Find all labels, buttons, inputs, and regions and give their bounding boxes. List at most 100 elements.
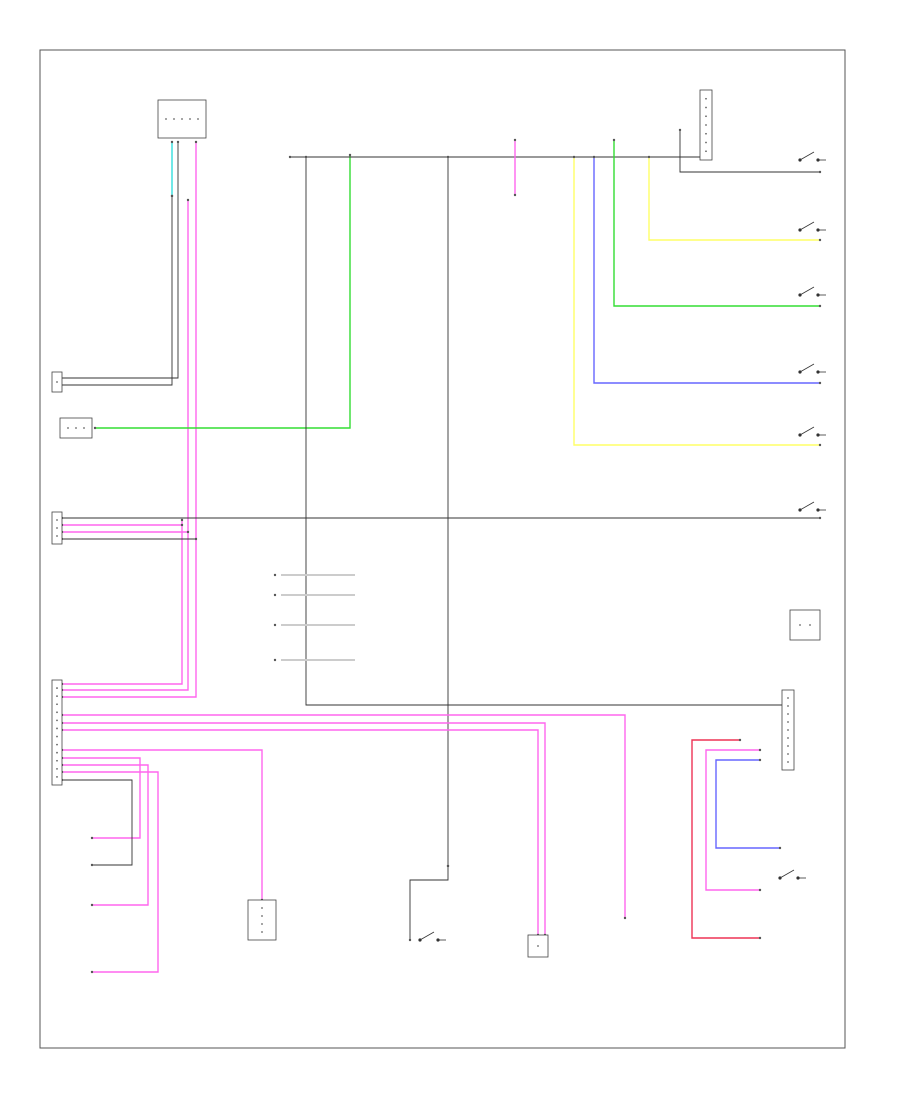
connector-pin xyxy=(56,776,58,778)
wire-terminal xyxy=(90,970,94,974)
component-comp-right-mid xyxy=(789,609,821,641)
connector-pin xyxy=(705,141,707,144)
connector-pin xyxy=(261,923,263,925)
wire-terminal xyxy=(572,155,576,159)
connector-pin xyxy=(56,519,58,521)
connector-pin xyxy=(56,711,58,714)
component-comp-bottom-1 xyxy=(247,899,277,941)
wire-terminal xyxy=(818,381,822,385)
wire-terminal xyxy=(818,516,822,520)
wire-terminal xyxy=(194,537,198,541)
switch-symbol-sw-1 xyxy=(798,151,826,162)
connector-pin xyxy=(56,751,58,754)
legend-marker xyxy=(273,658,277,662)
legend-marker xyxy=(273,623,277,627)
wire-terminal xyxy=(738,738,742,742)
wire-w-pink-h3 xyxy=(62,729,539,935)
wire-w-blue-right xyxy=(715,759,780,849)
switch-symbol-sw-4 xyxy=(798,363,826,374)
legend-marker xyxy=(273,573,277,577)
connector-pin xyxy=(705,97,707,100)
wire-w-blk-left2 xyxy=(60,196,173,386)
connector-pin xyxy=(705,150,707,153)
connector-pin xyxy=(56,727,58,730)
wire-w-green-left xyxy=(95,155,351,429)
connector-pin xyxy=(56,759,58,762)
connector-pin xyxy=(787,761,789,763)
wire-w-green-right xyxy=(613,140,820,307)
wire-terminal xyxy=(90,836,94,840)
wire-w-blk-vert-bus xyxy=(305,157,790,706)
wire-terminal xyxy=(348,153,352,157)
wire-w-pink-h1 xyxy=(62,714,626,918)
connector-pin xyxy=(165,118,167,120)
connector-pin xyxy=(787,753,789,755)
connector-pin xyxy=(705,132,707,135)
wire-w-pink-h4 xyxy=(62,749,263,900)
connector-pin xyxy=(261,907,263,909)
wire-terminal xyxy=(170,140,174,144)
connector-pin xyxy=(197,118,199,120)
wire-w-pink-l3 xyxy=(62,771,159,973)
wire-terminal xyxy=(678,128,682,132)
switch-symbol-sw-7 xyxy=(778,869,806,880)
wire-w-pink-left2 xyxy=(62,200,189,691)
wire-w-pink-l2 xyxy=(62,764,149,906)
wire-terminal xyxy=(623,916,627,920)
connector-pin xyxy=(75,427,77,429)
components-layer xyxy=(51,89,821,958)
wire-w-pink-right xyxy=(705,749,760,891)
switch-symbol-sw-8 xyxy=(418,931,446,942)
wire-w-pink-l1 xyxy=(62,757,141,839)
wires-layer xyxy=(58,128,822,974)
switch-symbol-sw-6 xyxy=(798,501,826,512)
wire-terminal xyxy=(180,518,184,522)
wire-terminal xyxy=(818,443,822,447)
wire-w-blk-right-top xyxy=(679,130,820,173)
connector-pin xyxy=(705,106,707,109)
connector-pin xyxy=(799,624,801,626)
connector-pin xyxy=(261,931,263,933)
connector-pin xyxy=(787,737,789,739)
wire-terminal xyxy=(93,426,97,430)
wire-terminal xyxy=(446,864,450,868)
wire-w-pink-left3 xyxy=(62,520,183,685)
connector-pin xyxy=(56,687,58,689)
connector-pin xyxy=(56,535,58,537)
wire-w-yellow-right xyxy=(648,157,820,241)
connector-pin xyxy=(189,118,191,120)
connector-pin xyxy=(261,915,263,917)
wire-terminal xyxy=(818,304,822,308)
wire-w-blue xyxy=(593,157,820,384)
wire-terminal xyxy=(304,155,308,159)
wire-w-blk-bot-center xyxy=(409,866,449,940)
connector-pin xyxy=(56,527,58,529)
wire-terminal xyxy=(176,140,180,144)
connector-pin xyxy=(705,124,707,126)
wire-w-blk-l4 xyxy=(62,779,133,866)
wire-terminal xyxy=(446,155,450,159)
connector-pin xyxy=(705,115,707,118)
wire-terminal xyxy=(194,140,198,144)
wire-w-yellow xyxy=(573,157,820,446)
wire-terminal xyxy=(170,194,174,198)
wire-w-pink-left xyxy=(62,142,197,698)
legend-marker xyxy=(273,593,277,597)
wire-terminal xyxy=(758,888,762,892)
connector-pin xyxy=(809,624,811,626)
wire-terminal xyxy=(818,170,822,174)
connector-pin xyxy=(181,118,183,120)
wire-terminal xyxy=(758,758,762,762)
connector-pin xyxy=(56,767,58,770)
connector-pin xyxy=(56,703,58,706)
wire-terminal xyxy=(513,193,517,197)
wire-terminal xyxy=(180,523,184,527)
wire-terminal xyxy=(612,138,616,142)
wire-w-blk-left1 xyxy=(60,142,179,379)
wire-terminal xyxy=(90,863,94,867)
wire-terminal xyxy=(592,155,596,159)
wire-w-pink-h2 xyxy=(62,722,546,935)
wire-terminal xyxy=(513,138,517,142)
connector-pin xyxy=(56,695,58,698)
